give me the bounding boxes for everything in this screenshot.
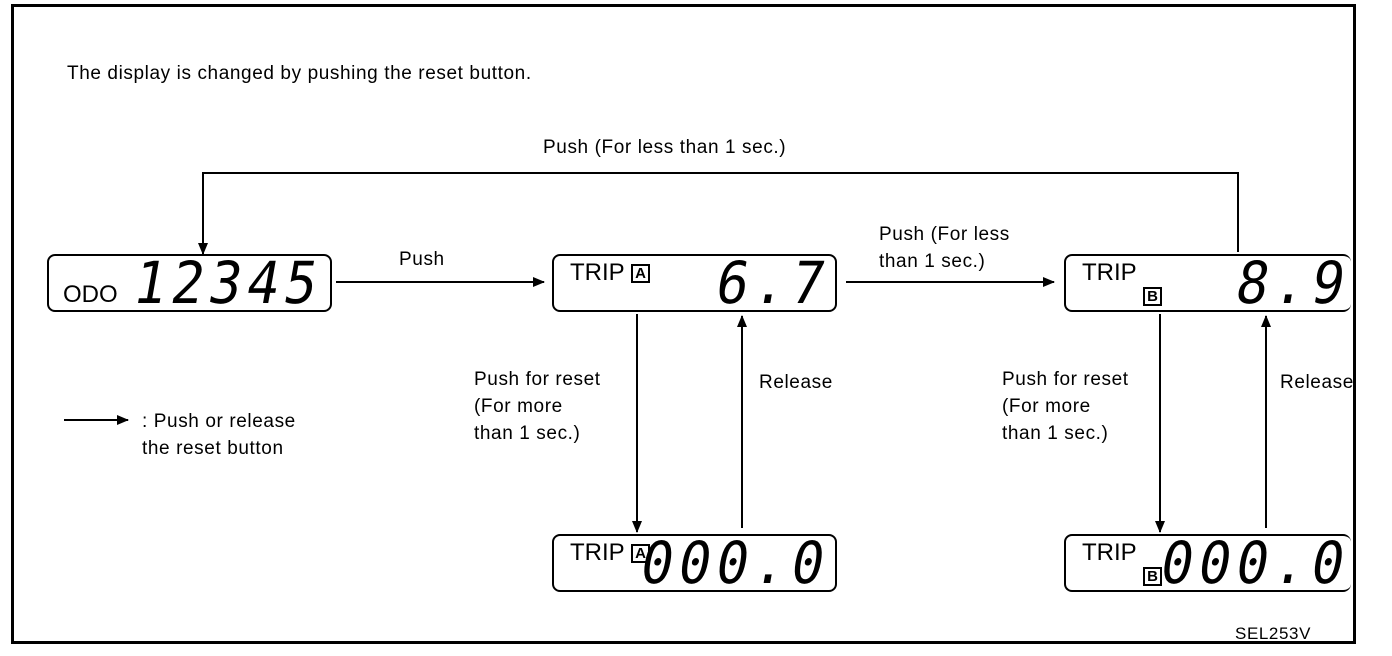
reset-label-a: Push for reset (For more than 1 sec.): [474, 369, 601, 444]
trip-b-reset-display: TRIP B 000.0: [1064, 529, 1356, 597]
trip-a-reset-display: TRIP A 000.0: [552, 529, 837, 597]
loop-label: Push (For less than 1 sec.): [543, 137, 787, 158]
push-label: Push: [399, 249, 445, 270]
trip-b-reset-label: TRIP: [1082, 539, 1137, 566]
reset-label-b: Push for reset (For more than 1 sec.): [1002, 369, 1129, 444]
loop-arrow: [198, 172, 1239, 255]
trip-a-reset-marker: A: [631, 544, 650, 563]
legend-text: : Push or release the reset button: [142, 411, 296, 459]
push-less-label: Push (For less than 1 sec.): [879, 224, 1010, 272]
trip-b-reset-marker: B: [1143, 567, 1162, 586]
trip-a-reset-value: 000.0: [635, 529, 837, 597]
trip-b-label: TRIP: [1082, 259, 1137, 286]
odo-display: ODO 12345: [47, 249, 332, 317]
trip-a-reset-label: TRIP: [570, 539, 625, 566]
odo-value: 12345: [128, 249, 330, 317]
trip-a-label: TRIP: [570, 259, 625, 286]
odo-label: ODO: [63, 281, 118, 308]
trip-a-marker: A: [631, 264, 650, 283]
release-label-a: Release: [759, 372, 833, 393]
release-label-b: Release: [1280, 372, 1353, 393]
trip-b-reset-value: 000.0: [1155, 529, 1357, 597]
trip-b-marker: B: [1143, 287, 1162, 306]
trip-a-value: 6.7: [711, 249, 837, 317]
trip-a-display: TRIP A 6.7: [552, 249, 837, 317]
figure-code: SEL253V: [1235, 624, 1312, 643]
diagram-frame: [11, 4, 1356, 644]
trip-b-value: 8.9: [1231, 249, 1357, 317]
intro-text: The display is changed by pushing the re…: [67, 63, 532, 84]
trip-b-display: TRIP B 8.9: [1064, 249, 1356, 317]
